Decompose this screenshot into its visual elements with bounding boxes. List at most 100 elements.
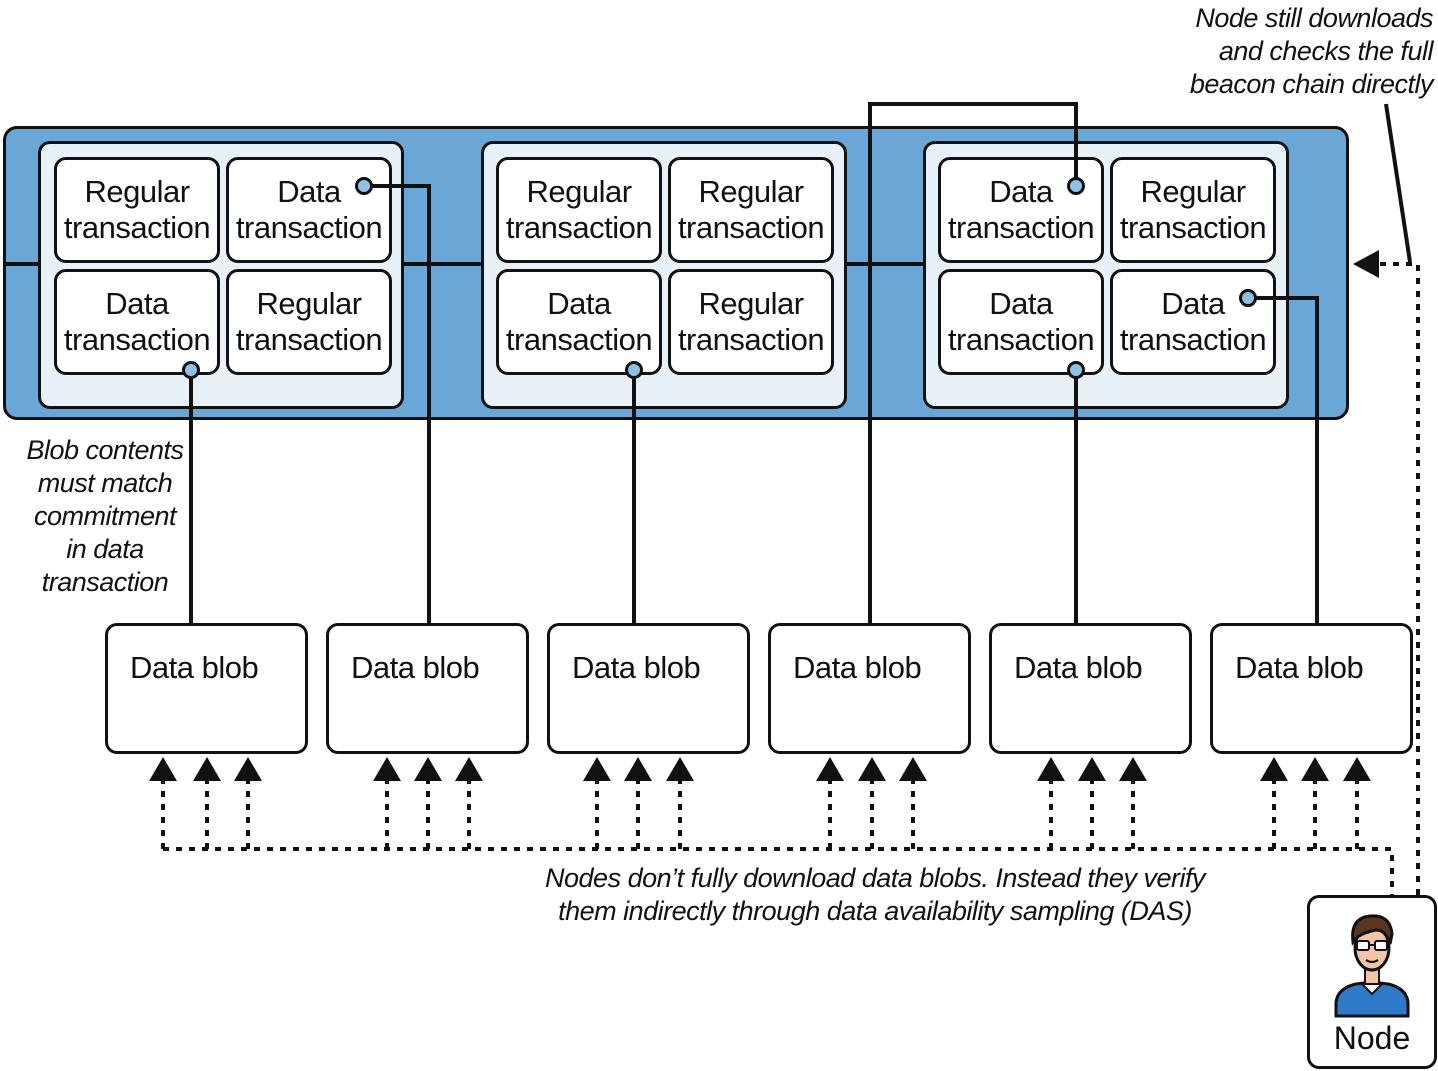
transaction-word: transaction	[677, 210, 825, 245]
transaction: Data transaction	[496, 269, 662, 375]
data-blob-label: Data blob	[572, 650, 701, 685]
sampling-arrowhead	[624, 757, 652, 781]
node-label: Node	[1333, 1020, 1411, 1056]
sampling-arrowhead	[414, 757, 442, 781]
data-blob-label: Data blob	[793, 650, 922, 685]
transaction-word: transaction	[1119, 210, 1267, 245]
sampling-arrowhead	[234, 757, 262, 781]
transaction: Data transaction	[1110, 269, 1276, 375]
callout-line	[1384, 103, 1412, 263]
block-1: Regular transaction Data transaction Dat…	[38, 141, 404, 409]
note-line: transaction	[41, 567, 169, 597]
sampling-arrowhead	[193, 757, 221, 781]
commitment-dot	[182, 361, 200, 379]
block-2: Regular transaction Regular transaction …	[481, 141, 847, 409]
note-blob-commitment: Blob contents must match commitment in d…	[10, 434, 200, 599]
note-line: commitment	[33, 501, 177, 531]
commitment-link	[868, 102, 1078, 624]
sampling-arrowhead	[1119, 757, 1147, 781]
transaction-word: transaction	[235, 322, 383, 357]
data-blob: Data blob	[768, 623, 971, 754]
note-line: in data	[66, 534, 144, 564]
data-blob: Data blob	[989, 623, 1192, 754]
commitment-dot	[625, 361, 643, 379]
transaction-type: Data	[1161, 286, 1225, 321]
transaction-word: transaction	[63, 210, 211, 245]
transaction-type: Regular	[84, 174, 190, 209]
transaction-type: Data	[105, 286, 169, 321]
chain-download-link	[1378, 262, 1420, 895]
note-line: Node still downloads	[1195, 3, 1433, 33]
transaction-word: transaction	[505, 322, 653, 357]
data-blob-label: Data blob	[1014, 650, 1143, 685]
transaction: Regular transaction	[668, 269, 834, 375]
note-line: Blob contents	[26, 435, 184, 465]
note-das: Nodes don’t fully download data blobs. I…	[520, 862, 1230, 928]
transaction-type: Regular	[698, 286, 804, 321]
sampling-arrowhead	[816, 757, 844, 781]
sampling-arrowhead	[1078, 757, 1106, 781]
transaction: Data transaction	[938, 269, 1104, 375]
transaction-type: Regular	[256, 286, 362, 321]
commitment-link	[364, 184, 431, 624]
commitment-dot	[1067, 361, 1085, 379]
transaction: Regular transaction	[54, 157, 220, 263]
transaction: Regular transaction	[496, 157, 662, 263]
transaction-word: transaction	[677, 322, 825, 357]
transaction-type: Data	[547, 286, 611, 321]
transaction-word: transaction	[947, 322, 1095, 357]
transaction-word: transaction	[947, 210, 1095, 245]
commitment-dot	[355, 177, 373, 195]
sampling-arrowhead	[666, 757, 694, 781]
transaction-type: Data	[989, 174, 1053, 209]
note-line: beacon chain directly	[1189, 69, 1434, 99]
transaction-word: transaction	[505, 210, 653, 245]
sampling-arrowhead	[1343, 757, 1371, 781]
person-icon	[1334, 914, 1410, 1018]
sampling-arrowhead	[858, 757, 886, 781]
note-line: Nodes don’t fully download data blobs. I…	[545, 863, 1205, 893]
note-line: and checks the full	[1218, 36, 1434, 66]
data-blob: Data blob	[326, 623, 529, 754]
sampling-arrowhead	[149, 757, 177, 781]
note-line: must match	[37, 468, 173, 498]
transaction-type: Regular	[1140, 174, 1246, 209]
transaction: Regular transaction	[668, 157, 834, 263]
transaction-type: Data	[277, 174, 341, 209]
chain-download-arrowhead	[1353, 250, 1379, 278]
sampling-arrowhead	[583, 757, 611, 781]
sampling-arrowhead	[899, 757, 927, 781]
transaction-type: Regular	[526, 174, 632, 209]
sampling-arrowhead	[1301, 757, 1329, 781]
transaction: Data transaction	[54, 269, 220, 375]
commitment-dot	[1067, 177, 1085, 195]
transaction: Regular transaction	[226, 269, 392, 375]
transaction-word: transaction	[235, 210, 383, 245]
block-3: Data transaction Regular transaction Dat…	[923, 141, 1289, 409]
transaction-word: transaction	[63, 322, 211, 357]
data-blob: Data blob	[547, 623, 750, 754]
sampling-arrowhead	[1037, 757, 1065, 781]
note-node-downloads-chain: Node still downloads and checks the full…	[1189, 2, 1434, 101]
node-box: Node	[1307, 895, 1437, 1069]
sampling-arrowheads	[149, 250, 1379, 781]
commitment-dot	[1239, 289, 1257, 307]
data-blob: Data blob	[105, 623, 308, 754]
sampling-arrowhead	[1260, 757, 1288, 781]
note-line: them indirectly through data availabilit…	[558, 896, 1192, 926]
transaction-word: transaction	[1119, 322, 1267, 357]
transaction-type: Data	[989, 286, 1053, 321]
transaction: Regular transaction	[1110, 157, 1276, 263]
transaction: Data transaction	[938, 157, 1104, 263]
sampling-lines	[161, 262, 1420, 895]
data-blob-label: Data blob	[1235, 650, 1364, 685]
data-blob-label: Data blob	[130, 650, 259, 685]
sampling-arrowhead	[373, 757, 401, 781]
sampling-arrowhead	[455, 757, 483, 781]
transaction: Data transaction	[226, 157, 392, 263]
commitment-link	[1248, 296, 1319, 624]
data-blob-label: Data blob	[351, 650, 480, 685]
